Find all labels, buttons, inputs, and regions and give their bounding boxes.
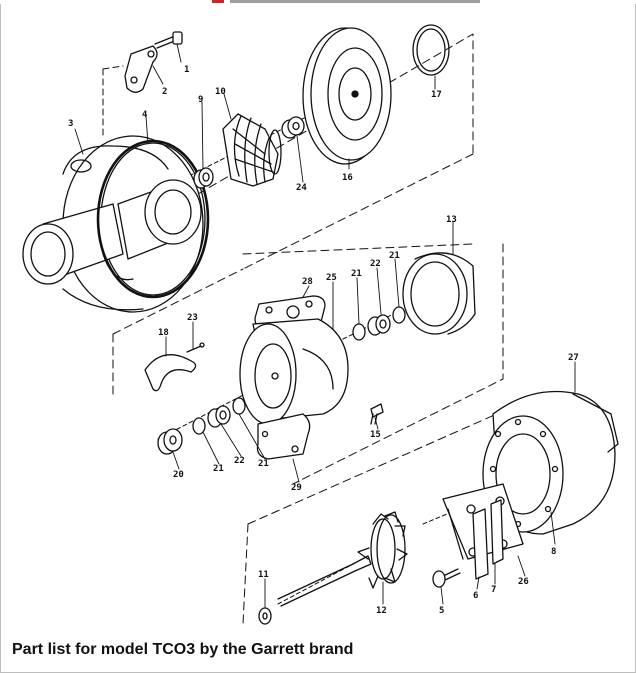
- label-12: 12: [376, 606, 387, 616]
- turbine-shaft-wheel: [277, 511, 408, 607]
- label-5: 5: [439, 606, 444, 616]
- label-18: 18: [158, 328, 169, 338]
- label-24: 24: [296, 183, 307, 193]
- diagram-caption: Part list for model TCO3 by the Garrett …: [12, 641, 354, 658]
- compressor-backplate: [302, 27, 392, 165]
- center-housing-group: [112, 243, 504, 485]
- label-21-bottom-left: 21: [213, 464, 224, 474]
- label-3: 3: [68, 119, 73, 129]
- seal-ring: [412, 24, 450, 76]
- label-1: 1: [184, 65, 189, 75]
- center-housing: [239, 318, 349, 460]
- label-22-bottom: 22: [234, 456, 245, 466]
- label-2: 2: [162, 87, 167, 97]
- label-15: 15: [370, 430, 381, 440]
- label-8: 8: [551, 547, 556, 557]
- piston-ring: [258, 607, 272, 625]
- label-13: 13: [446, 215, 457, 225]
- turbocharger-exploded-diagram: 1 2 3 4 9 10 24 16 17 13 21 22 21 25 28 …: [22, 24, 619, 625]
- label-27: 27: [568, 353, 579, 363]
- o-ring: [96, 139, 210, 299]
- compressor-housing: [22, 135, 206, 313]
- heat-shield: [402, 252, 476, 335]
- compressor-wheel: [222, 113, 282, 187]
- label-17: 17: [431, 90, 442, 100]
- label-25: 25: [326, 273, 337, 283]
- label-21-top-right: 21: [389, 251, 400, 261]
- compressor-group: [22, 24, 474, 313]
- label-11: 11: [258, 570, 269, 580]
- bolt-and-lock-plate: [124, 31, 183, 93]
- thrust-collar: [144, 342, 205, 392]
- label-7: 7: [491, 585, 496, 595]
- part-number-labels: 1 2 3 4 9 10 24 16 17 13 21 22 21 25 28 …: [68, 65, 579, 616]
- label-26: 26: [518, 577, 529, 587]
- label-23: 23: [187, 313, 198, 323]
- cropped-page-header: [0, 0, 636, 4]
- label-10: 10: [215, 87, 226, 97]
- label-20: 20: [173, 470, 184, 480]
- label-21-top-left: 21: [351, 269, 362, 279]
- label-21-bottom-right: 21: [258, 459, 269, 469]
- bearing-set-right: [352, 306, 406, 341]
- label-6: 6: [473, 591, 478, 601]
- turbine-housing: [442, 390, 619, 560]
- thrust-spacer: [281, 116, 305, 139]
- turbine-bolt-clamp: [432, 499, 504, 588]
- label-28: 28: [302, 277, 313, 287]
- bearing-set-left: [157, 397, 246, 455]
- label-16: 16: [342, 173, 353, 183]
- label-22-top: 22: [370, 259, 381, 269]
- label-9: 9: [198, 95, 203, 105]
- label-29: 29: [291, 483, 302, 493]
- turbine-group: [242, 390, 619, 625]
- compressor-locknut: [193, 167, 214, 189]
- center-bolt: [370, 403, 384, 425]
- label-4: 4: [142, 110, 148, 120]
